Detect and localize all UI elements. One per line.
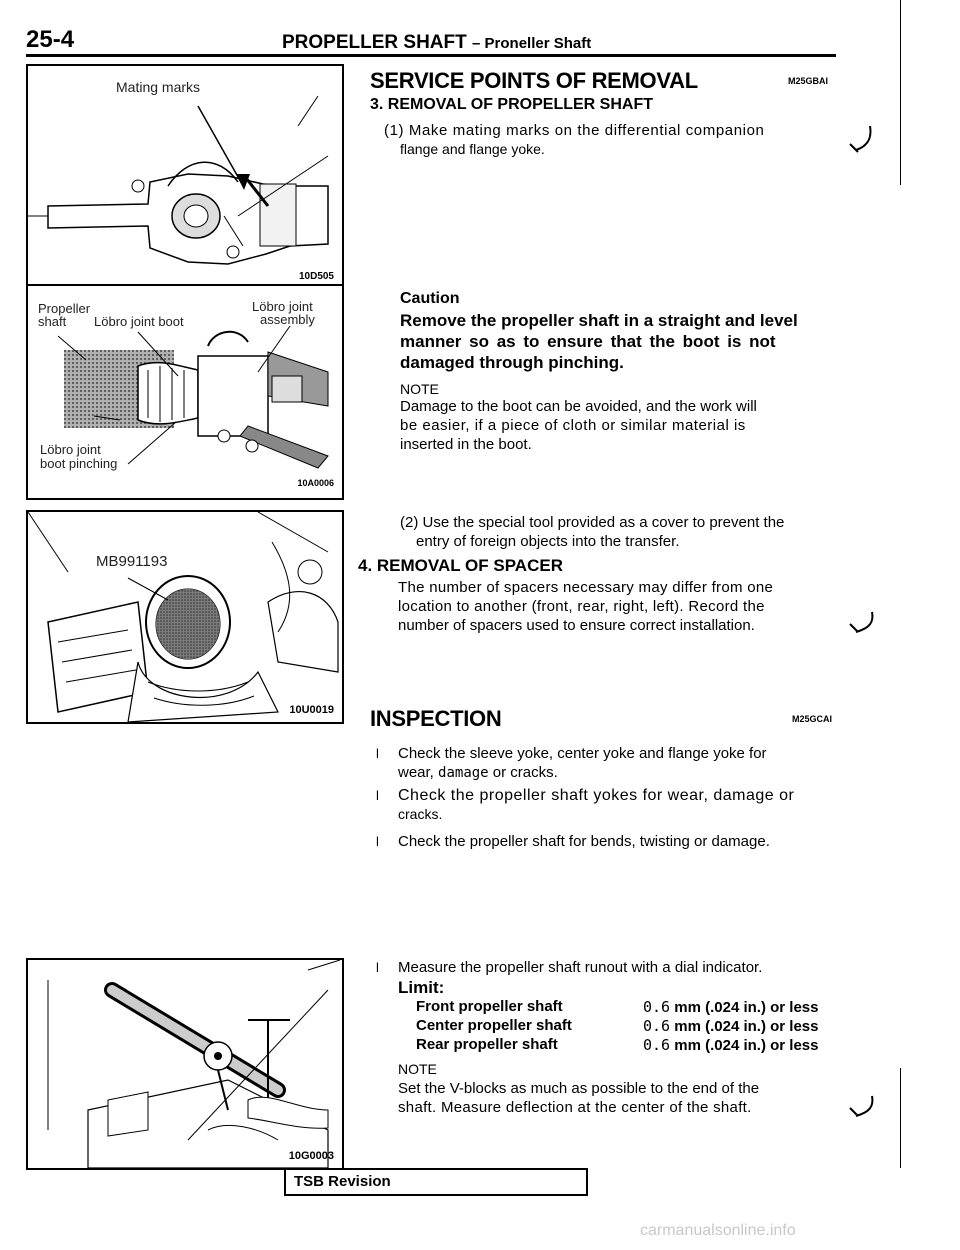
- watermark: carmanualsonline.info: [640, 1222, 796, 1239]
- inspection-bullet-2: l Check the propeller shaft yokes for we…: [376, 787, 795, 822]
- step-4-heading: 4. REMOVAL OF SPACER: [358, 556, 563, 575]
- step-3-2-text: (2) Use the special tool provided as a c…: [400, 514, 785, 550]
- limit-row-center: Center propeller shaft 0.6 mm (.024 in.)…: [416, 1017, 819, 1035]
- note-title: NOTE: [400, 381, 439, 397]
- propeller-label: Propeller: [38, 301, 91, 316]
- shaft-label: shaft: [38, 314, 67, 329]
- inspection-bullet-4: l Measure the propeller shaft runout wit…: [376, 959, 763, 976]
- margin-tick-2: [849, 611, 874, 633]
- service-heading: SERVICE POINTS OF REMOVAL: [370, 68, 698, 93]
- margin-tick-1: [849, 125, 872, 153]
- figure-special-tool: MB991193 10U0019: [26, 510, 344, 724]
- runout-note: NOTE Set the V-blocks as much as possibl…: [398, 1061, 760, 1116]
- caution-text: Remove the propeller shaft in a straight…: [400, 311, 798, 372]
- figure-lobro-joint: Propeller shaft Löbro joint boot Löbro j…: [26, 284, 344, 500]
- section-subtitle: – Proneller Shaft: [472, 35, 592, 52]
- margin-tick-3: [849, 1095, 874, 1117]
- step-3-heading: 3. REMOVAL OF PROPELLER SHAFT: [370, 96, 653, 113]
- margin-rule-top: [900, 0, 901, 185]
- page-title: PROPELLER SHAFT – Proneller Shaft: [282, 32, 591, 54]
- caution-block: Caution Remove the propeller shaft in a …: [400, 290, 834, 454]
- bullet-glyph: l: [376, 960, 379, 975]
- figure-code: 10A0006: [297, 478, 334, 488]
- bullet-glyph: l: [376, 834, 379, 849]
- lobro-joint-illustration: [57, 325, 329, 469]
- figure-dial-indicator: 10G0003: [26, 958, 344, 1170]
- service-code: M25GBAI: [788, 76, 829, 86]
- note-text: Damage to the boot can be avoided, and t…: [400, 398, 757, 453]
- tool-number-label: MB991193: [96, 553, 168, 570]
- pinch-label-2: boot pinching: [40, 456, 118, 471]
- lobro-joint-label: Löbro joint: [252, 299, 313, 314]
- limit-title: Limit:: [398, 978, 445, 997]
- inspection-code: M25GCAI: [792, 714, 833, 724]
- figure-code: 10D505: [298, 271, 334, 282]
- special-tool-illustration: [28, 512, 339, 722]
- mating-marks-label: Mating marks: [116, 79, 201, 95]
- margin-rule-bottom: [900, 1068, 901, 1168]
- assembly-label: assembly: [260, 312, 315, 327]
- limit-row-front: Front propeller shaft 0.6 mm (.024 in.) …: [416, 998, 819, 1016]
- step-3-1-text: (1) Make mating marks on the differentia…: [384, 122, 765, 157]
- bullet-glyph: l: [376, 788, 379, 803]
- inspection-bullet-1: l Check the sleeve yoke, center yoke and…: [376, 745, 767, 781]
- step-4-text: The number of spacers necessary may diff…: [398, 579, 774, 634]
- inspection-heading: INSPECTION: [370, 706, 502, 731]
- figure-mating-marks: Mating marks 10D505: [26, 64, 344, 288]
- bullet-glyph: l: [376, 746, 379, 761]
- page-header: 25-4 PROPELLER SHAFT – Proneller Shaft: [26, 20, 836, 57]
- figure-code: 10U0019: [289, 704, 334, 716]
- inspection-bullet-3: l Check the propeller shaft for bends, t…: [376, 833, 770, 850]
- section-title: PROPELLER SHAFT: [282, 32, 467, 53]
- pinch-label-1: Löbro joint: [40, 442, 101, 457]
- caution-title: Caution: [400, 290, 460, 307]
- page-number: 25-4: [26, 26, 75, 53]
- dial-indicator-illustration: [47, 960, 341, 1168]
- limit-row-rear: Rear propeller shaft 0.6 mm (.024 in.) o…: [416, 1036, 819, 1054]
- yoke-illustration: [28, 95, 329, 265]
- tsb-revision-box: TSB Revision: [284, 1168, 588, 1196]
- figure-code: 10G0003: [288, 1150, 334, 1162]
- lobro-boot-label: Löbro joint boot: [94, 314, 184, 329]
